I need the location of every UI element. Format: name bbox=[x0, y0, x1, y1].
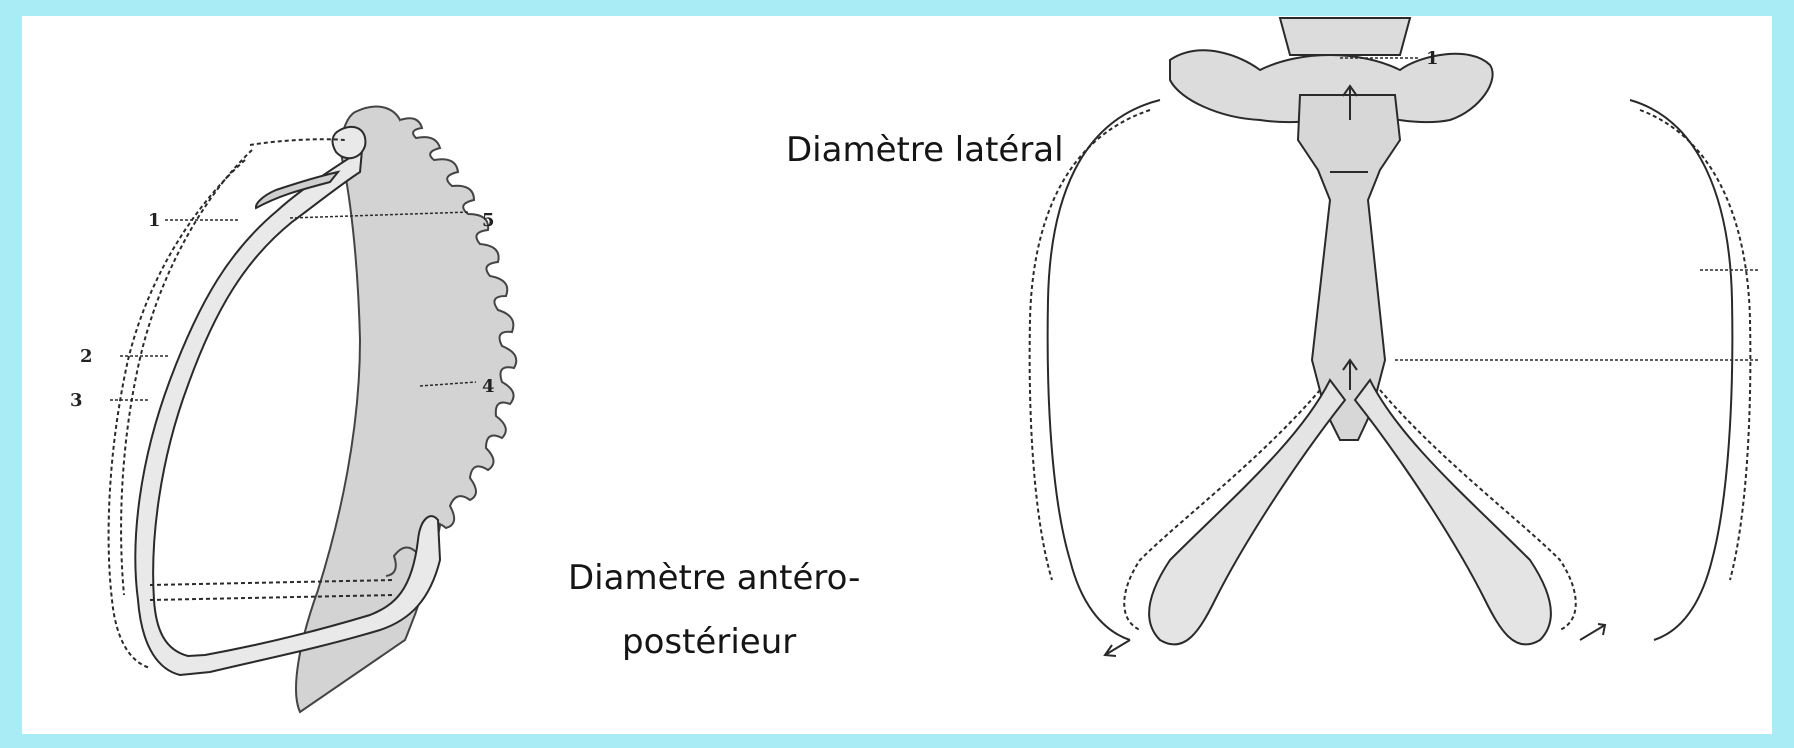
left-label-4: 4 bbox=[482, 376, 495, 397]
vertebra-top bbox=[1280, 18, 1410, 55]
rib-cage-outline bbox=[1048, 100, 1733, 640]
caption-ap-diameter-line1: Diamètre antéro- bbox=[568, 556, 860, 600]
rib-head bbox=[333, 127, 366, 158]
rib-cage-expanded-outline bbox=[1030, 110, 1751, 580]
lateral-view-figure: 1 2 3 4 5 bbox=[70, 107, 516, 712]
left-label-3: 3 bbox=[70, 390, 83, 411]
spinous-processes bbox=[386, 118, 516, 576]
right-label-1: 1 bbox=[1426, 48, 1439, 69]
right-expansion-arrow bbox=[1580, 624, 1605, 640]
left-label-2: 2 bbox=[80, 346, 93, 367]
right-lower-ribs bbox=[1355, 380, 1551, 644]
left-lower-ribs bbox=[1149, 380, 1345, 644]
left-label-1: 1 bbox=[148, 210, 161, 231]
left-expansion-arrow bbox=[1105, 640, 1130, 656]
left-label-5: 5 bbox=[482, 210, 495, 231]
frontal-view-figure: 1 bbox=[1030, 18, 1760, 656]
caption-ap-diameter-line2: postérieur bbox=[622, 620, 796, 664]
caption-lateral-diameter: Diamètre latéral bbox=[786, 128, 1064, 172]
